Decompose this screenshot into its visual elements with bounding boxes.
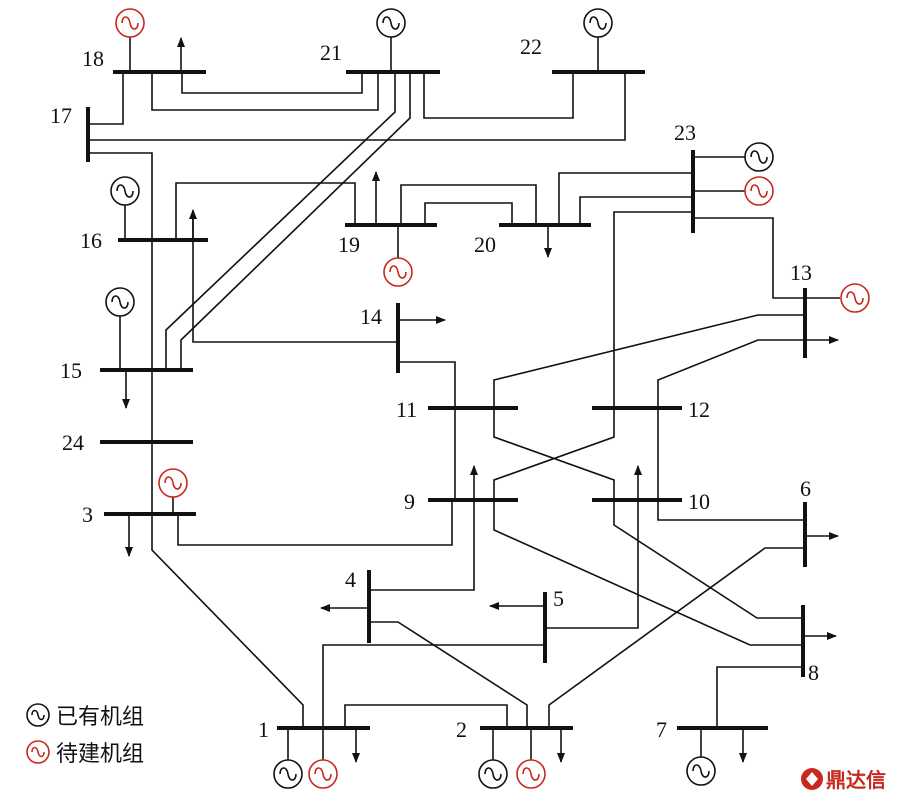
line-7-8 <box>716 666 803 728</box>
line-19-20-b <box>424 202 513 225</box>
line-18-21-b <box>181 72 363 94</box>
existing-generator-icon <box>110 176 140 206</box>
bus-label-8: 8 <box>808 660 819 685</box>
legend: 已有机组 待建机组 <box>26 703 144 767</box>
line-1-2 <box>344 704 508 728</box>
bus-label-15: 15 <box>60 358 82 383</box>
existing-generator-icon <box>376 8 406 38</box>
existing-generator-icon <box>686 756 716 786</box>
line-11-13 <box>493 314 805 408</box>
line-21-15-a <box>165 72 396 370</box>
existing-generator-icon <box>583 8 613 38</box>
line-17-22 <box>88 72 626 141</box>
loads <box>122 37 839 763</box>
existing-generator-icon <box>478 759 508 789</box>
line-4-9 <box>369 500 475 591</box>
bus-label-1: 1 <box>258 717 269 742</box>
bus-label-17: 17 <box>50 103 72 128</box>
line-17-18 <box>88 72 124 125</box>
bus-label-21: 21 <box>320 40 342 65</box>
bus-labels: 1 2 3 4 5 6 7 8 9 10 11 12 13 14 15 16 1… <box>50 34 819 742</box>
line-21-15-b <box>180 72 411 370</box>
line-2-4 <box>369 621 528 728</box>
bus-label-16: 16 <box>80 228 102 253</box>
buses <box>86 70 807 730</box>
planned-generator-icon <box>158 468 188 498</box>
planned-generator-icon <box>383 257 413 287</box>
bus-label-19: 19 <box>338 232 360 257</box>
line-2-6 <box>548 547 805 728</box>
line-12-13 <box>657 339 805 408</box>
bus-label-2: 2 <box>456 717 467 742</box>
bus-label-10: 10 <box>688 489 710 514</box>
bus-label-5: 5 <box>553 586 564 611</box>
legend-existing-label: 已有机组 <box>56 705 144 730</box>
logo-text: 鼎达信 <box>826 768 886 792</box>
bus-label-7: 7 <box>656 717 667 742</box>
line-1-5 <box>322 644 545 728</box>
line-14-11 <box>398 361 456 408</box>
planned-generator-icon <box>840 283 870 313</box>
line-3-1 <box>151 514 304 728</box>
line-16-14 <box>192 212 398 343</box>
bus-label-14: 14 <box>360 304 382 329</box>
line-20-23-a <box>558 172 693 225</box>
generators <box>105 8 870 789</box>
watermark-logo: 鼎达信 <box>801 768 886 792</box>
line-19-20-a <box>400 184 537 225</box>
legend-planned-label: 待建机组 <box>56 742 144 767</box>
planned-generator-icon <box>115 8 145 38</box>
line-12-6 <box>657 408 805 521</box>
bus-label-23: 23 <box>674 120 696 145</box>
line-21-22 <box>423 72 574 119</box>
legend-existing-generator-icon <box>26 703 50 727</box>
existing-generator-icon <box>273 759 303 789</box>
bus-label-9: 9 <box>404 489 415 514</box>
bus-label-6: 6 <box>800 476 811 501</box>
line-9-3 <box>177 500 453 546</box>
planned-generator-icon <box>516 759 546 789</box>
line-18-21-a <box>151 72 379 111</box>
line-20-23-b <box>579 196 693 225</box>
bus-label-3: 3 <box>82 502 93 527</box>
bus-label-12: 12 <box>688 397 710 422</box>
bus-label-13: 13 <box>790 260 812 285</box>
line-23-12 <box>613 211 693 408</box>
line-23-13 <box>693 217 805 299</box>
line-10-8 <box>613 500 803 619</box>
transmission-lines <box>88 72 805 728</box>
legend-planned-generator-icon <box>26 740 50 764</box>
line-9-8 <box>493 500 803 646</box>
line-16-19 <box>175 182 356 240</box>
bus-label-22: 22 <box>520 34 542 59</box>
bus-label-4: 4 <box>345 567 356 592</box>
bus-label-20: 20 <box>474 232 496 257</box>
line-17-16 <box>88 152 153 240</box>
existing-generator-icon <box>105 287 135 317</box>
existing-generator-icon <box>744 142 774 172</box>
planned-generator-icon <box>308 759 338 789</box>
bus-label-11: 11 <box>396 397 417 422</box>
line-5-10 <box>545 500 639 629</box>
line-11-10 <box>493 408 615 500</box>
planned-generator-icon <box>744 176 774 206</box>
line-12-9 <box>493 408 615 500</box>
bus-label-24: 24 <box>62 430 84 455</box>
generator-stems <box>119 37 840 760</box>
bus-label-18: 18 <box>82 46 104 71</box>
